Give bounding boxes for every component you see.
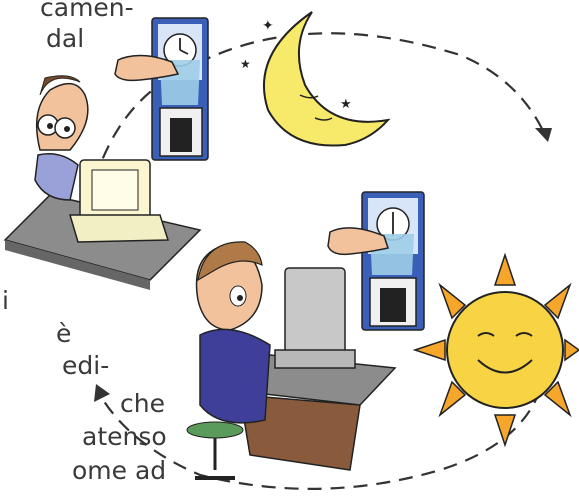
crescent-moon-icon: ✦ ★ ★ <box>240 12 388 146</box>
svg-text:✦: ✦ <box>262 18 274 34</box>
arrowhead-bottom <box>94 384 110 402</box>
svg-text:★: ★ <box>240 57 251 71</box>
timecard-clock-icon <box>362 192 424 330</box>
smiling-sun-icon <box>415 255 579 445</box>
timecard-clock-icon <box>152 18 208 160</box>
svg-text:★: ★ <box>340 97 352 112</box>
arrowhead-top <box>535 128 552 142</box>
